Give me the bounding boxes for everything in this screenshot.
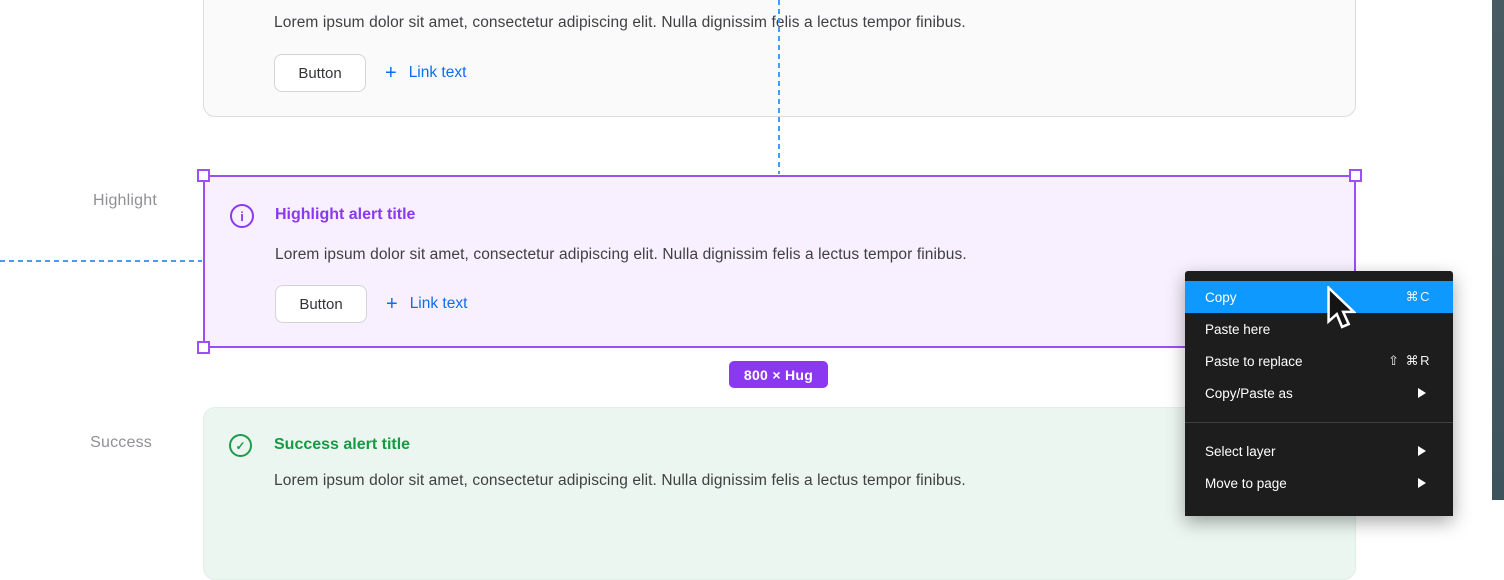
selection-handle-bottom-left[interactable] — [197, 341, 210, 354]
menu-item-move-to-page[interactable]: Move to page — [1185, 467, 1453, 499]
selection-handle-top-right[interactable] — [1349, 169, 1362, 182]
selection-handle-top-left[interactable] — [197, 169, 210, 182]
menu-item-label: Copy/Paste as — [1205, 385, 1293, 401]
menu-item-label: Copy — [1205, 289, 1237, 305]
submenu-arrow-icon — [1418, 478, 1426, 488]
menu-item-shortcut: ⇧ ⌘R — [1388, 353, 1431, 368]
alignment-guide-horizontal — [0, 260, 202, 262]
alert-actions: Button + Link text — [275, 285, 467, 323]
menu-item-copy[interactable]: Copy ⌘C — [1185, 281, 1453, 313]
info-icon: i — [230, 204, 254, 228]
alert-body-text: Lorem ipsum dolor sit amet, consectetur … — [275, 246, 967, 263]
menu-separator — [1185, 422, 1453, 423]
alert-button[interactable]: Button — [275, 285, 367, 323]
alert-button[interactable]: Button — [274, 54, 366, 92]
section-label-highlight: Highlight — [92, 192, 157, 209]
menu-item-paste-to-replace[interactable]: Paste to replace ⇧ ⌘R — [1185, 345, 1453, 377]
alert-link-label: Link text — [408, 64, 467, 81]
menu-item-shortcut: ⌘C — [1405, 289, 1431, 304]
plus-icon: + — [385, 62, 397, 84]
alert-body-text: Lorem ipsum dolor sit amet, consectetur … — [274, 472, 966, 489]
menu-item-copy-paste-as[interactable]: Copy/Paste as — [1185, 377, 1453, 409]
alert-link[interactable]: + Link text — [385, 63, 466, 83]
alert-title: Success alert title — [274, 436, 411, 453]
alert-body-text: Lorem ipsum dolor sit amet, consectetur … — [274, 14, 966, 31]
menu-item-paste-here[interactable]: Paste here — [1185, 313, 1453, 345]
submenu-arrow-icon — [1418, 446, 1426, 456]
alert-link[interactable]: + Link text — [386, 294, 467, 314]
section-label-success: Success — [90, 434, 152, 451]
window-edge-strip — [1492, 0, 1504, 500]
plus-icon: + — [386, 293, 398, 315]
alignment-guide-vertical — [778, 0, 780, 174]
mouse-cursor-icon — [1327, 286, 1356, 329]
alert-title: Highlight alert title — [275, 206, 416, 223]
submenu-arrow-icon — [1418, 388, 1426, 398]
context-menu: Copy ⌘C Paste here Paste to replace ⇧ ⌘R… — [1185, 271, 1453, 516]
menu-item-label: Move to page — [1205, 475, 1287, 491]
check-circle-icon: ✓ — [229, 434, 252, 457]
alert-link-label: Link text — [409, 295, 468, 312]
selection-size-badge: 800 × Hug — [729, 361, 828, 388]
menu-item-label: Paste here — [1205, 321, 1271, 337]
highlight-alert-card[interactable]: i Highlight alert title Lorem ipsum dolo… — [197, 169, 1362, 354]
menu-item-label: Paste to replace — [1205, 353, 1303, 369]
alert-actions: Button + Link text — [274, 54, 466, 92]
success-alert-card[interactable]: ✓ Success alert title Lorem ipsum dolor … — [203, 407, 1356, 580]
menu-item-select-layer[interactable]: Select layer — [1185, 435, 1453, 467]
menu-item-label: Select layer — [1205, 443, 1276, 459]
